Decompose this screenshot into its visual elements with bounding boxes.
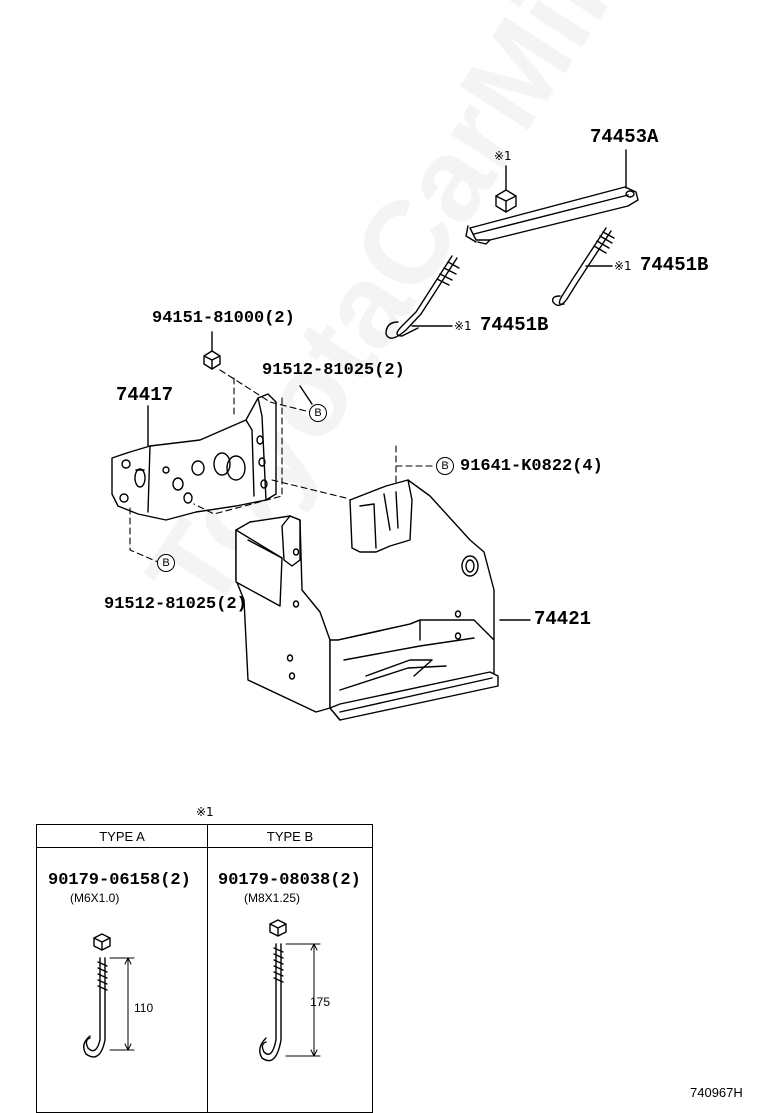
label-74451b-right: 74451B — [640, 254, 709, 276]
ref-b-bottom: B — [157, 554, 175, 572]
label-74417: 74417 — [116, 384, 174, 406]
mark-74451b-right: ※1 — [614, 259, 632, 273]
label-91512-81025-bottom: 91512-81025(2) — [104, 595, 247, 614]
label-74451b-left: 74451B — [480, 314, 549, 336]
type-a-length: 110 — [134, 1001, 154, 1015]
cell-type-a — [36, 847, 208, 1113]
type-a-spec: (M6X1.0) — [70, 891, 120, 905]
figure-id: 740967H — [690, 1085, 743, 1100]
label-91641-k0822: 91641-K0822(4) — [460, 457, 603, 476]
cell-type-b — [207, 847, 373, 1113]
clamp-bar-74453a — [465, 186, 639, 245]
label-star-nut: ※1 — [494, 149, 512, 163]
battery-tray-74421 — [235, 479, 499, 721]
type-b-spec: (M8X1.25) — [244, 891, 301, 905]
label-74421: 74421 — [534, 608, 592, 630]
header-type-a: TYPE A — [36, 824, 208, 848]
mark-74451b-left: ※1 — [454, 319, 472, 333]
ref-b-top: B — [309, 404, 327, 422]
type-b-length: 175 — [310, 995, 331, 1009]
clamp-nut — [495, 189, 517, 213]
j-bolt-left — [385, 255, 460, 339]
ref-b-right: B — [436, 457, 454, 475]
bolt-type-table: TYPE A TYPE B — [36, 824, 373, 1113]
label-91512-81025-top: 91512-81025(2) — [262, 361, 405, 380]
leader-91512-top — [299, 385, 313, 405]
bracket-74417 — [111, 393, 277, 521]
type-b-part-number: 90179-08038(2) — [218, 871, 361, 890]
header-type-b: TYPE B — [207, 824, 373, 848]
type-a-part-number: 90179-06158(2) — [48, 871, 191, 890]
nut-94151 — [203, 350, 221, 370]
table-note-mark: ※1 — [196, 805, 214, 819]
label-94151-81000: 94151-81000(2) — [152, 309, 295, 328]
j-bolt-right — [551, 227, 615, 307]
label-74453a: 74453A — [590, 126, 659, 148]
